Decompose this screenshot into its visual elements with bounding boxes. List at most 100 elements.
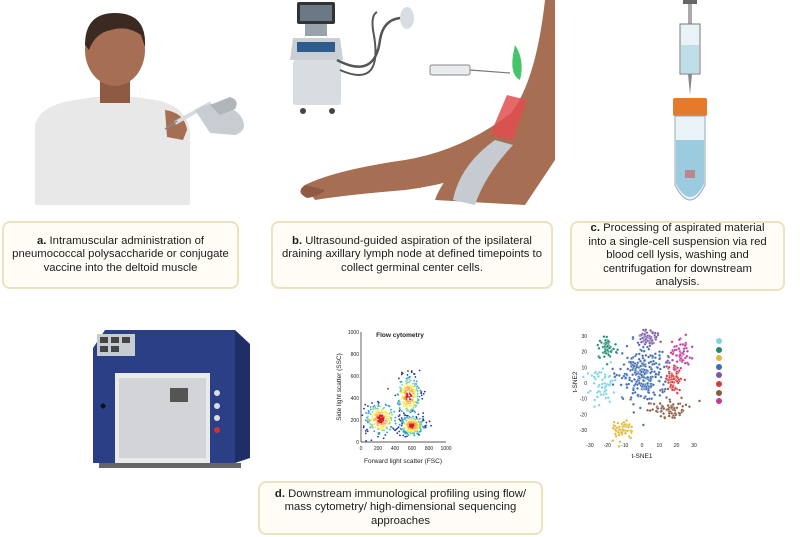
flow-point — [420, 423, 423, 426]
tsne-point — [677, 378, 681, 382]
tsne-point — [672, 377, 676, 381]
flow-point — [417, 395, 420, 398]
flow-point — [396, 393, 399, 396]
flow-point — [364, 403, 367, 406]
flow-point — [367, 409, 370, 412]
flow-point — [406, 381, 409, 384]
flow-point — [418, 421, 421, 423]
flow-point — [368, 412, 371, 414]
flow-point — [409, 432, 412, 434]
tsne-point — [592, 381, 596, 385]
flow-point — [428, 420, 431, 423]
flow-point — [376, 422, 379, 424]
flow-point — [397, 415, 400, 418]
flow-point — [397, 426, 400, 429]
tsne-point — [626, 356, 629, 360]
tsne-point — [611, 367, 615, 371]
tsne-point — [668, 361, 671, 365]
flow-point — [399, 419, 402, 422]
tsne-point — [650, 342, 654, 345]
flow-point — [409, 379, 412, 382]
tsne-point — [664, 377, 668, 381]
flow-point — [399, 403, 402, 406]
tsne-point — [650, 397, 654, 401]
flow-point — [413, 421, 416, 423]
flow-point — [403, 427, 405, 430]
flow-point — [415, 428, 418, 431]
tsne-point — [690, 356, 694, 360]
flow-point — [370, 439, 373, 442]
tsne-point — [631, 402, 635, 406]
flow-point — [407, 370, 409, 372]
flow-point — [414, 404, 416, 407]
tsne-point — [626, 367, 630, 371]
flow-y-axis-label: Side light scatter (SSC) — [336, 353, 343, 421]
tsne-x-tick-label: 30 — [691, 443, 697, 449]
tsne-point — [641, 423, 645, 427]
tsne-point — [643, 368, 647, 372]
flow-point — [416, 398, 419, 400]
flow-x-tick-label: 1000 — [440, 446, 451, 452]
tsne-point — [646, 345, 649, 349]
tsne-point — [634, 352, 638, 356]
flow-point — [414, 429, 416, 432]
tsne-point — [671, 352, 675, 356]
flow-point — [419, 389, 422, 392]
flow-point — [413, 393, 416, 395]
step-a-panel: a. Intramuscular administration of pneum… — [2, 221, 239, 289]
flow-point — [400, 421, 403, 424]
tsne-point — [597, 374, 600, 378]
flow-point — [400, 396, 403, 399]
tsne-point — [673, 411, 677, 415]
flow-point — [413, 379, 415, 382]
tsne-point — [605, 362, 609, 366]
tsne-point — [681, 404, 685, 408]
tsne-point — [612, 424, 616, 428]
tsne-point — [651, 331, 655, 335]
tsne-point — [612, 347, 616, 351]
flow-point — [405, 389, 408, 392]
tsne-legend-dot — [716, 346, 722, 353]
flow-point — [377, 426, 380, 429]
tsne-point — [605, 335, 609, 339]
tsne-point — [651, 408, 655, 412]
tsne-point — [654, 335, 658, 339]
flow-point — [387, 387, 389, 390]
tsne-point — [643, 395, 647, 398]
flow-point — [413, 402, 415, 404]
flow-point — [382, 427, 384, 430]
tsne-x-tick-label: -10 — [621, 443, 628, 449]
tsne-point — [617, 444, 621, 448]
tsne-point — [653, 393, 657, 397]
flow-point — [397, 377, 400, 380]
tsne-point — [622, 428, 626, 432]
flow-point — [381, 414, 383, 417]
flow-x-tick-label: 800 — [425, 446, 434, 452]
tsne-point — [651, 383, 655, 387]
flow-point — [407, 402, 410, 405]
tsne-point — [617, 433, 621, 437]
tsne-point — [625, 372, 628, 376]
flow-point — [405, 407, 408, 410]
flow-point — [402, 402, 405, 404]
flow-point — [366, 418, 369, 420]
tsne-point — [636, 386, 639, 390]
tsne-point — [621, 397, 625, 401]
tsne-point — [670, 380, 674, 384]
tsne-point — [600, 386, 604, 389]
flow-point — [413, 395, 416, 398]
flow-point — [371, 417, 374, 420]
step-c-panel: c. Processing of aspirated material into… — [570, 221, 785, 291]
flow-point — [388, 412, 391, 415]
flow-point — [379, 412, 382, 414]
flow-point — [406, 435, 408, 438]
flow-point — [398, 410, 401, 412]
tsne-point — [596, 343, 600, 347]
tsne-point — [595, 395, 599, 399]
flow-point — [422, 425, 424, 428]
flow-point — [390, 418, 393, 421]
flow-point — [383, 429, 385, 432]
tsne-x-tick-label: -20 — [604, 443, 611, 449]
tsne-point — [609, 379, 613, 383]
flow-point — [382, 418, 385, 421]
